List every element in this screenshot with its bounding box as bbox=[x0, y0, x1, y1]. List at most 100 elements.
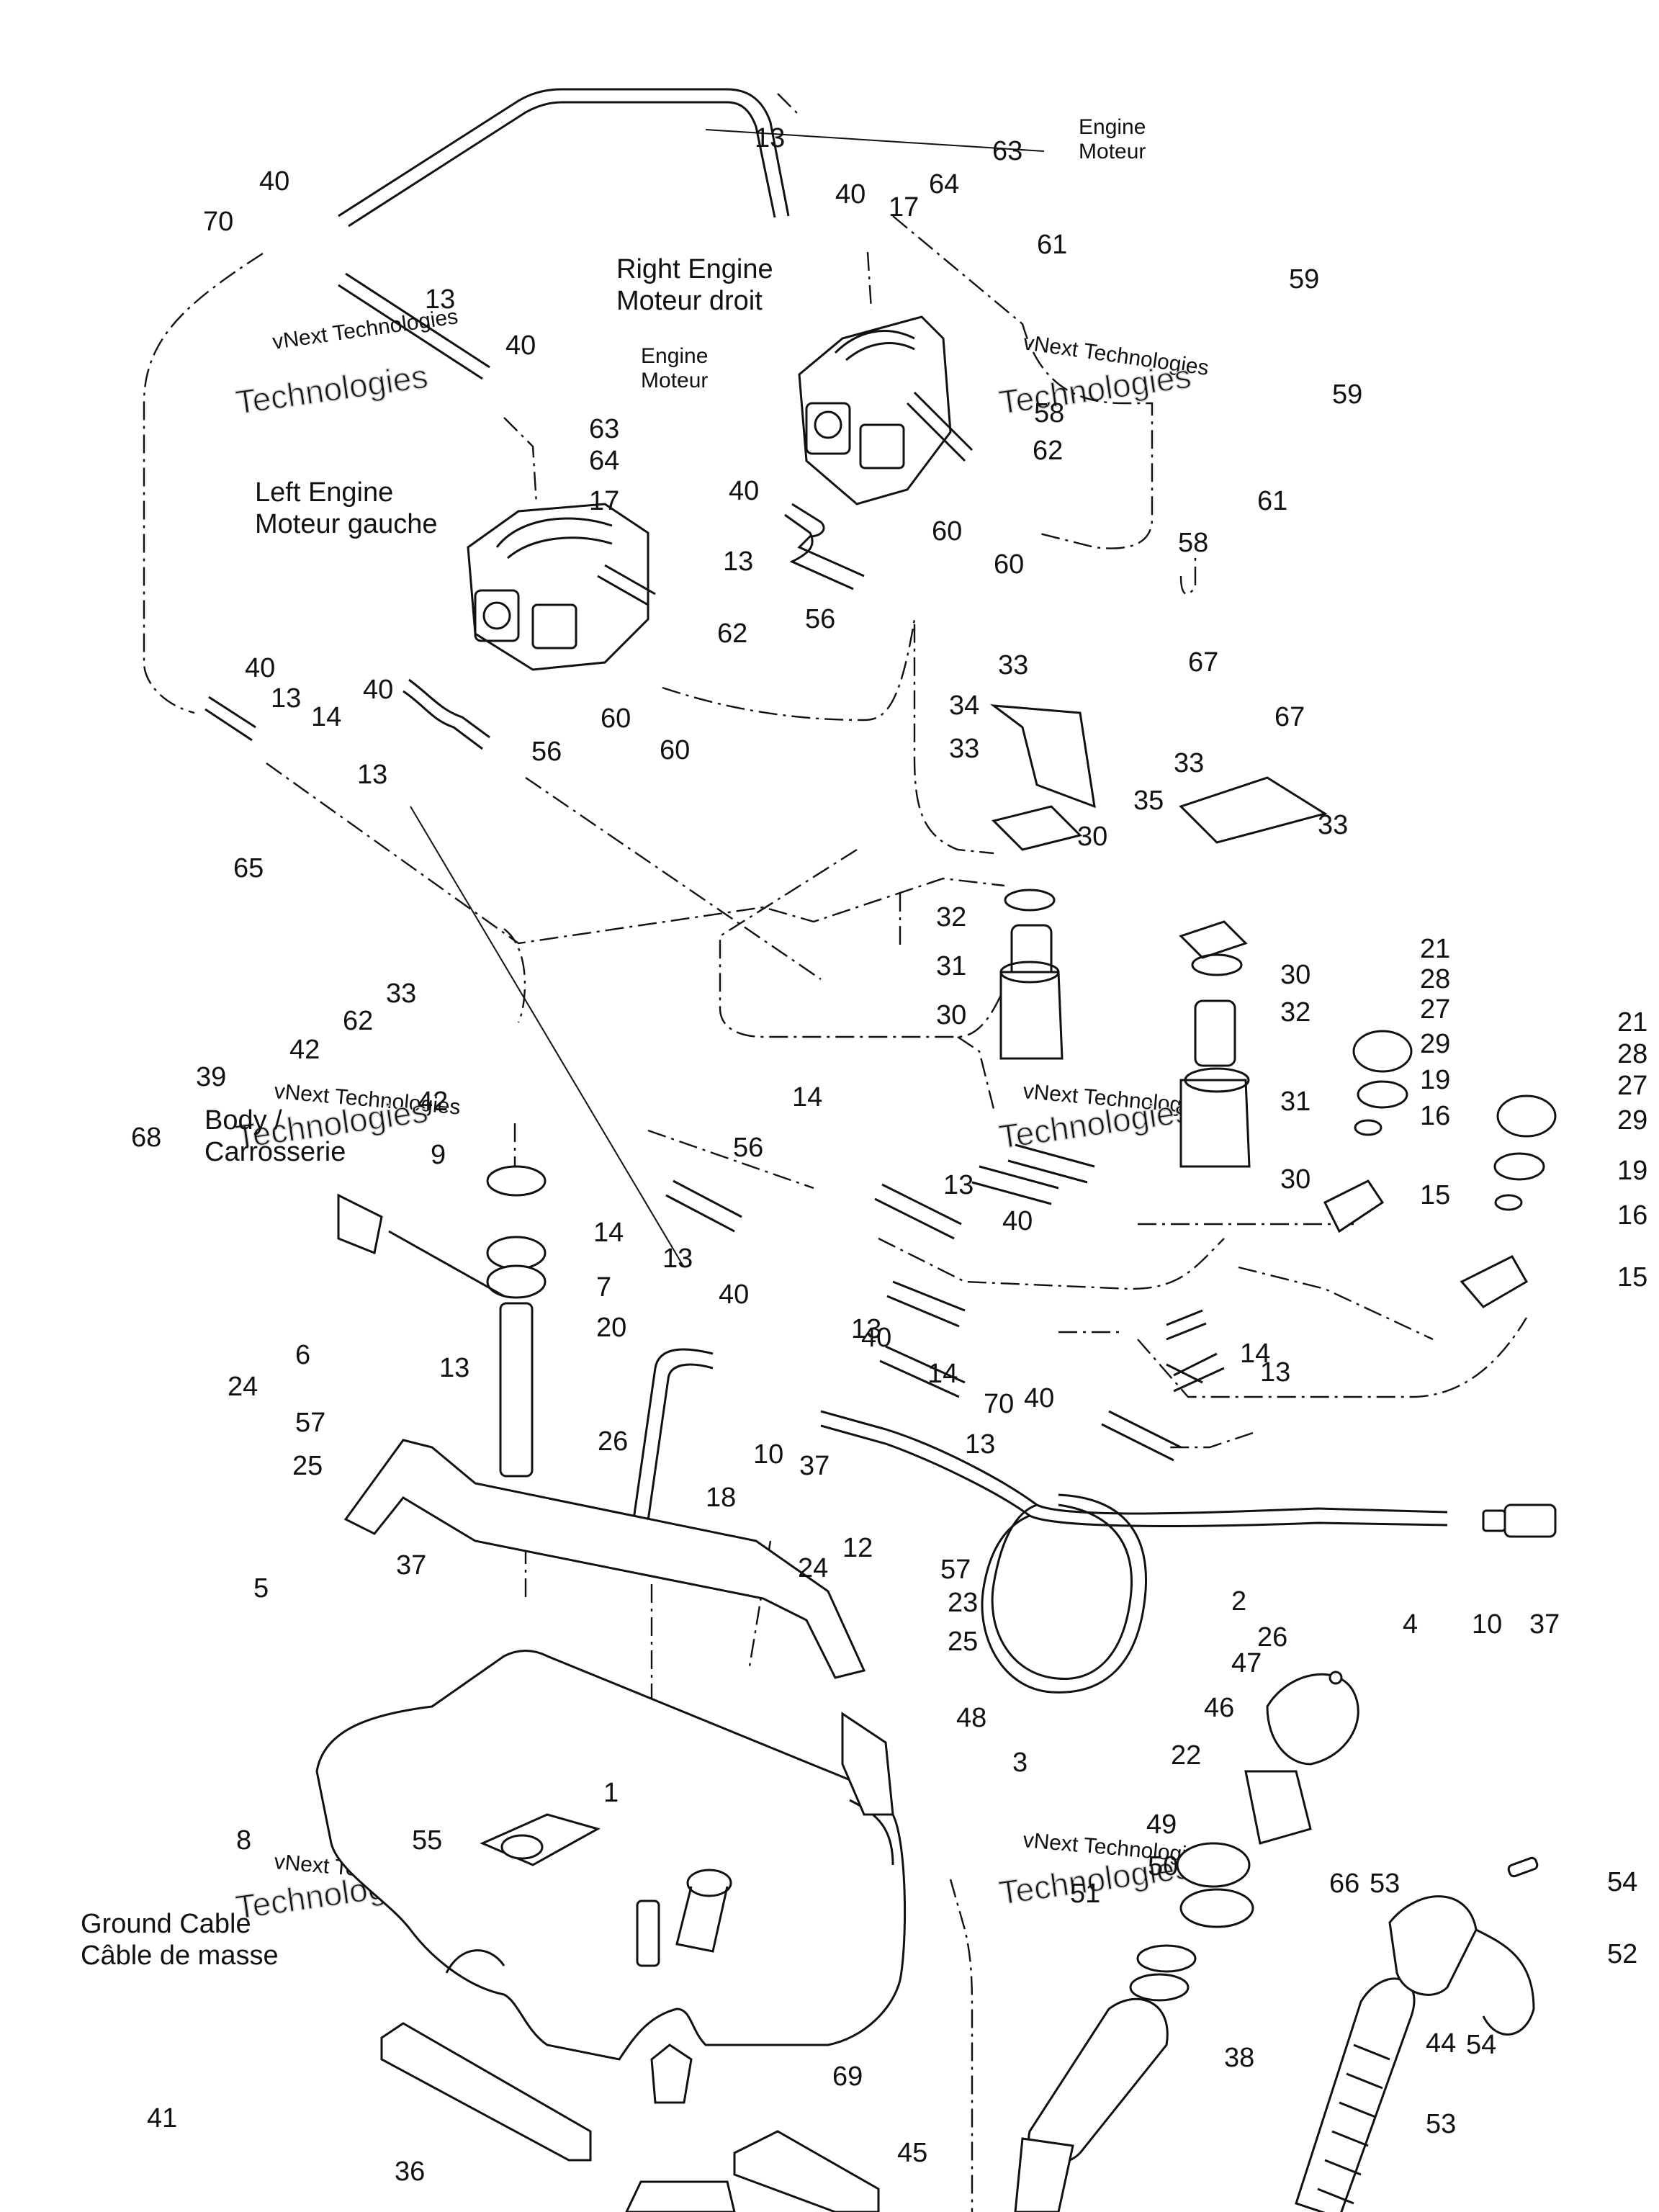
callout-number: 61 bbox=[1257, 486, 1288, 516]
callout-number: 59 bbox=[1332, 379, 1363, 410]
callout-number: 34 bbox=[949, 691, 980, 721]
callout-number: 2 bbox=[1231, 1586, 1247, 1617]
callout-number: 37 bbox=[396, 1550, 427, 1581]
caption-line: Left Engine bbox=[255, 477, 394, 508]
caption-line: Moteur gauche bbox=[255, 509, 438, 539]
callout-number: 19 bbox=[1420, 1065, 1451, 1095]
callout-number: 15 bbox=[1420, 1180, 1451, 1210]
callout-number: 70 bbox=[203, 207, 234, 237]
callout-number: 13 bbox=[271, 683, 302, 714]
callout-number: 52 bbox=[1607, 1939, 1638, 1969]
callout-number: 40 bbox=[861, 1323, 892, 1353]
callout-number: 33 bbox=[1318, 810, 1349, 840]
callout-number: 14 bbox=[1240, 1339, 1271, 1369]
callout-number: 57 bbox=[940, 1555, 971, 1585]
callout-number: 16 bbox=[1617, 1200, 1648, 1231]
callout-number: 64 bbox=[589, 446, 620, 476]
callout-number: 55 bbox=[412, 1825, 443, 1856]
tank-support-pads bbox=[380, 2022, 880, 2212]
callout-number: 10 bbox=[1472, 1609, 1503, 1640]
callout-number: 13 bbox=[943, 1170, 974, 1200]
callout-number: 53 bbox=[1426, 2109, 1457, 2139]
callout-number: 60 bbox=[601, 703, 631, 734]
callout-number: 65 bbox=[233, 853, 264, 884]
callout-number: 32 bbox=[1280, 997, 1311, 1028]
callout-number: 53 bbox=[1370, 1869, 1401, 1899]
callout-number: 13 bbox=[723, 547, 754, 577]
callout-number: 63 bbox=[589, 414, 620, 444]
callout-number: 47 bbox=[1231, 1648, 1262, 1678]
callout-number: 29 bbox=[1617, 1105, 1648, 1136]
callout-number: 40 bbox=[259, 166, 290, 197]
flow-arrows bbox=[410, 129, 1045, 1268]
callout-number: 30 bbox=[1280, 1164, 1311, 1195]
caption-line: Moteur droit bbox=[616, 286, 763, 316]
callout-number: 35 bbox=[1133, 786, 1164, 816]
callout-number: 29 bbox=[1420, 1029, 1451, 1059]
caption-line: Right Engine bbox=[616, 254, 773, 284]
callout-number: 46 bbox=[1204, 1693, 1235, 1723]
callout-number: 54 bbox=[1607, 1867, 1638, 1897]
caption-line: Ground Cable bbox=[81, 1909, 251, 1939]
right-engine-carburetor bbox=[798, 315, 974, 505]
callout-number: 32 bbox=[936, 902, 967, 932]
caption-line: Engine bbox=[1079, 115, 1146, 139]
callout-number: 13 bbox=[965, 1429, 996, 1460]
callout-number: 69 bbox=[832, 2062, 863, 2092]
callout-number: 13 bbox=[662, 1244, 693, 1274]
callout-number: 16 bbox=[1420, 1101, 1451, 1131]
callout-number: 25 bbox=[948, 1627, 979, 1657]
fitting-12 bbox=[1482, 1503, 1557, 1538]
callout-number: 40 bbox=[505, 331, 536, 361]
callout-number: 8 bbox=[236, 1825, 252, 1856]
oil-fill-cap-assembly bbox=[1323, 1030, 1557, 1308]
mounting-bracket-35 bbox=[1179, 776, 1328, 844]
callout-number: 14 bbox=[311, 702, 342, 732]
vent-hose-41 bbox=[1295, 1856, 1539, 2212]
callout-number: 17 bbox=[589, 486, 620, 516]
callout-number: 31 bbox=[1280, 1087, 1311, 1117]
callout-number: 64 bbox=[929, 169, 960, 199]
callout-number: 66 bbox=[1329, 1869, 1360, 1899]
callout-number: 4 bbox=[1403, 1609, 1419, 1640]
callout-number: 13 bbox=[851, 1314, 882, 1344]
callout-number: 70 bbox=[984, 1389, 1015, 1419]
callout-number: 40 bbox=[1024, 1383, 1055, 1413]
callout-number: 38 bbox=[1224, 2043, 1255, 2073]
callout-number: 13 bbox=[357, 760, 388, 790]
filler-neck-assembly bbox=[1014, 1671, 1359, 2212]
caption-ground-cable: Ground Cable Câble de masse bbox=[81, 1908, 279, 1972]
fuel-hoses bbox=[204, 88, 1448, 1694]
callout-number: 62 bbox=[717, 619, 748, 649]
callout-number: 19 bbox=[1617, 1156, 1648, 1186]
callout-number: 40 bbox=[719, 1280, 750, 1310]
callout-number: 12 bbox=[842, 1533, 873, 1563]
callout-number: 21 bbox=[1617, 1007, 1648, 1038]
callout-number: 33 bbox=[949, 734, 980, 764]
callout-number: 7 bbox=[596, 1272, 612, 1303]
callout-number: 40 bbox=[729, 476, 760, 506]
callout-number: 13 bbox=[425, 284, 456, 315]
fuel-filter-assembly-lower bbox=[1179, 920, 1251, 1168]
callout-number: 42 bbox=[418, 1087, 449, 1117]
mounting-bracket-34 bbox=[989, 704, 1096, 809]
fuel-pickup-tube bbox=[337, 1165, 547, 1478]
callout-number: 15 bbox=[1617, 1262, 1648, 1292]
callout-number: 62 bbox=[343, 1006, 374, 1036]
callout-number: 30 bbox=[1077, 822, 1108, 852]
callout-number: 24 bbox=[798, 1553, 829, 1583]
callout-number: 40 bbox=[835, 179, 866, 210]
callout-number: 13 bbox=[755, 123, 786, 153]
callout-number: 30 bbox=[936, 1000, 967, 1030]
callout-number: 63 bbox=[992, 136, 1023, 166]
callout-number: 26 bbox=[1257, 1622, 1288, 1653]
caption-right-engine: Right Engine Moteur droit bbox=[616, 253, 773, 317]
callout-number: 21 bbox=[1420, 934, 1451, 964]
callout-number: 40 bbox=[245, 653, 276, 683]
callout-number: 40 bbox=[1002, 1206, 1033, 1236]
caption-line: Câble de masse bbox=[81, 1941, 279, 1971]
callout-number: 23 bbox=[948, 1588, 979, 1618]
callout-number: 67 bbox=[1188, 647, 1219, 678]
